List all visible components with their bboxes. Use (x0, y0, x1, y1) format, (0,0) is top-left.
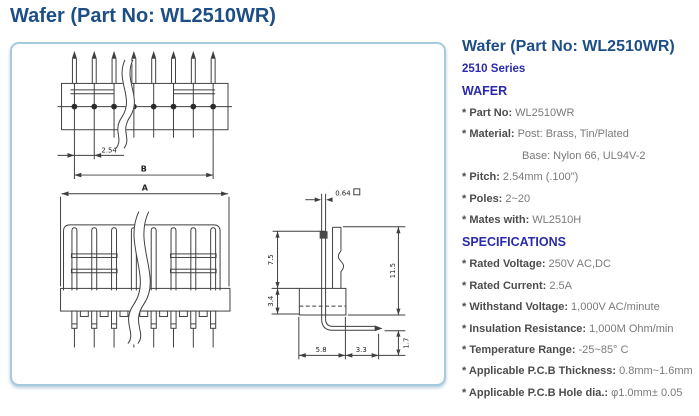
break-mask (128, 209, 151, 347)
top-view-dims: 2.54 B A (57, 146, 230, 287)
spec-value: Post: Brass, Tin/Plated (517, 128, 629, 141)
series-label: 2510 Series (462, 63, 526, 75)
break-mask (116, 57, 135, 152)
spec-value: 250V AC,DC (548, 258, 611, 271)
spec-rated-current: * Rated Current:2.5A (462, 280, 699, 293)
side-view: 0.64 7.5 3.4 11.5 (267, 188, 410, 360)
spec-label: * Applicable P.C.B Thickness: (462, 365, 617, 378)
front-view-pegs (79, 310, 208, 317)
spec-mates-with: * Mates with:WL2510H (462, 214, 699, 227)
dim-base-height-label: 3.4 (267, 296, 275, 307)
break-line (137, 211, 151, 344)
spec-value: 1,000M Ohm/min (589, 322, 674, 335)
spec-label: * Applicable P.C.B Hole dia.: (462, 386, 609, 399)
square-symbol-icon (353, 188, 361, 196)
dim-tail-label: 3.3 (356, 346, 367, 354)
spec-value: φ1.0mm± 0.05 (611, 386, 683, 399)
technical-drawing: 2.54 B A (57, 50, 410, 360)
spec-temperature-range: * Temperature Range:-25~85° C (462, 344, 699, 357)
spec-rated-voltage: * Rated Voltage:250V AC,DC (462, 258, 699, 271)
spec-insulation-resistance: * Insulation Resistance:1,000M Ohm/min (462, 323, 699, 336)
front-view-crossbars (70, 253, 217, 274)
spec-value: WL2510H (532, 213, 582, 226)
spec-label: * Mates with: (462, 213, 530, 226)
dim-b-label: B (141, 165, 147, 174)
dim-tail-height-label: 1.7 (402, 338, 410, 349)
dim-total-height-label: 11.5 (389, 263, 397, 278)
spec-value: 1,000V AC/minute (571, 301, 660, 314)
spec-label: * Rated Voltage: (462, 258, 546, 271)
spec-value: WL2510WR (515, 107, 575, 119)
spec-label: * Rated Current: (462, 279, 547, 292)
spec-withstand-voltage: * Withstand Voltage:1,000V AC/minute (462, 301, 699, 314)
top-view (57, 50, 232, 180)
spec-poles: * Poles:2~20 (462, 193, 699, 206)
front-view (60, 209, 231, 348)
spec-label: * Temperature Range: (462, 343, 576, 356)
spec-material-base: Base: Nylon 66, UL94V-2 (522, 150, 699, 163)
spec-value: -25~85° C (578, 343, 629, 356)
break-line (123, 59, 135, 149)
break-line (127, 211, 141, 344)
dim-pitch-label: 2.54 (101, 146, 116, 154)
spec-label: * Withstand Voltage: (462, 301, 569, 314)
dim-a-label: A (142, 183, 149, 192)
spec-label: * Material: (462, 128, 515, 141)
spec-label: * Poles: (462, 192, 503, 205)
spec-value: Base: Nylon 66, UL94V-2 (522, 149, 646, 162)
spec-pitch: * Pitch:2.54mm (.100") (462, 171, 699, 184)
section-wafer: WAFER (462, 84, 508, 98)
section-specifications: SPECIFICATIONS (462, 235, 566, 250)
spec-part-no: * Part No:WL2510WR (462, 107, 699, 120)
spec-label: * Insulation Resistance: (462, 322, 587, 335)
dim-pin-height-label: 7.5 (267, 254, 275, 265)
break-line (115, 59, 127, 149)
spec-value: 2.5A (549, 279, 572, 292)
spec-value: 2~20 (505, 192, 531, 205)
spec-pcb-hole-dia: * Applicable P.C.B Hole dia.:φ1.0mm± 0.0… (462, 387, 699, 400)
pin-retention-tab (319, 231, 328, 239)
product-heading: Wafer (Part No: WL2510WR) (462, 38, 675, 55)
spec-label: * Part No: (462, 107, 513, 119)
spec-value: 2.54mm (.100") (502, 171, 579, 184)
page-title: Wafer (Part No: WL2510WR) (10, 5, 276, 27)
spec-value: 0.8mm~1.6mm (619, 365, 693, 378)
dim-pin-label: 0.64 (335, 189, 350, 197)
drawing-panel: 2.54 B A (10, 42, 446, 386)
spec-label: * Pitch: (462, 171, 500, 184)
info-panel: Wafer (Part No: WL2510WR) 2510 Series WA… (462, 38, 699, 408)
spec-pcb-thickness: * Applicable P.C.B Thickness:0.8mm~1.6mm (462, 365, 699, 378)
spec-material: * Material:Post: Brass, Tin/Plated (462, 128, 699, 141)
dim-base-width-label: 5.8 (316, 346, 327, 354)
